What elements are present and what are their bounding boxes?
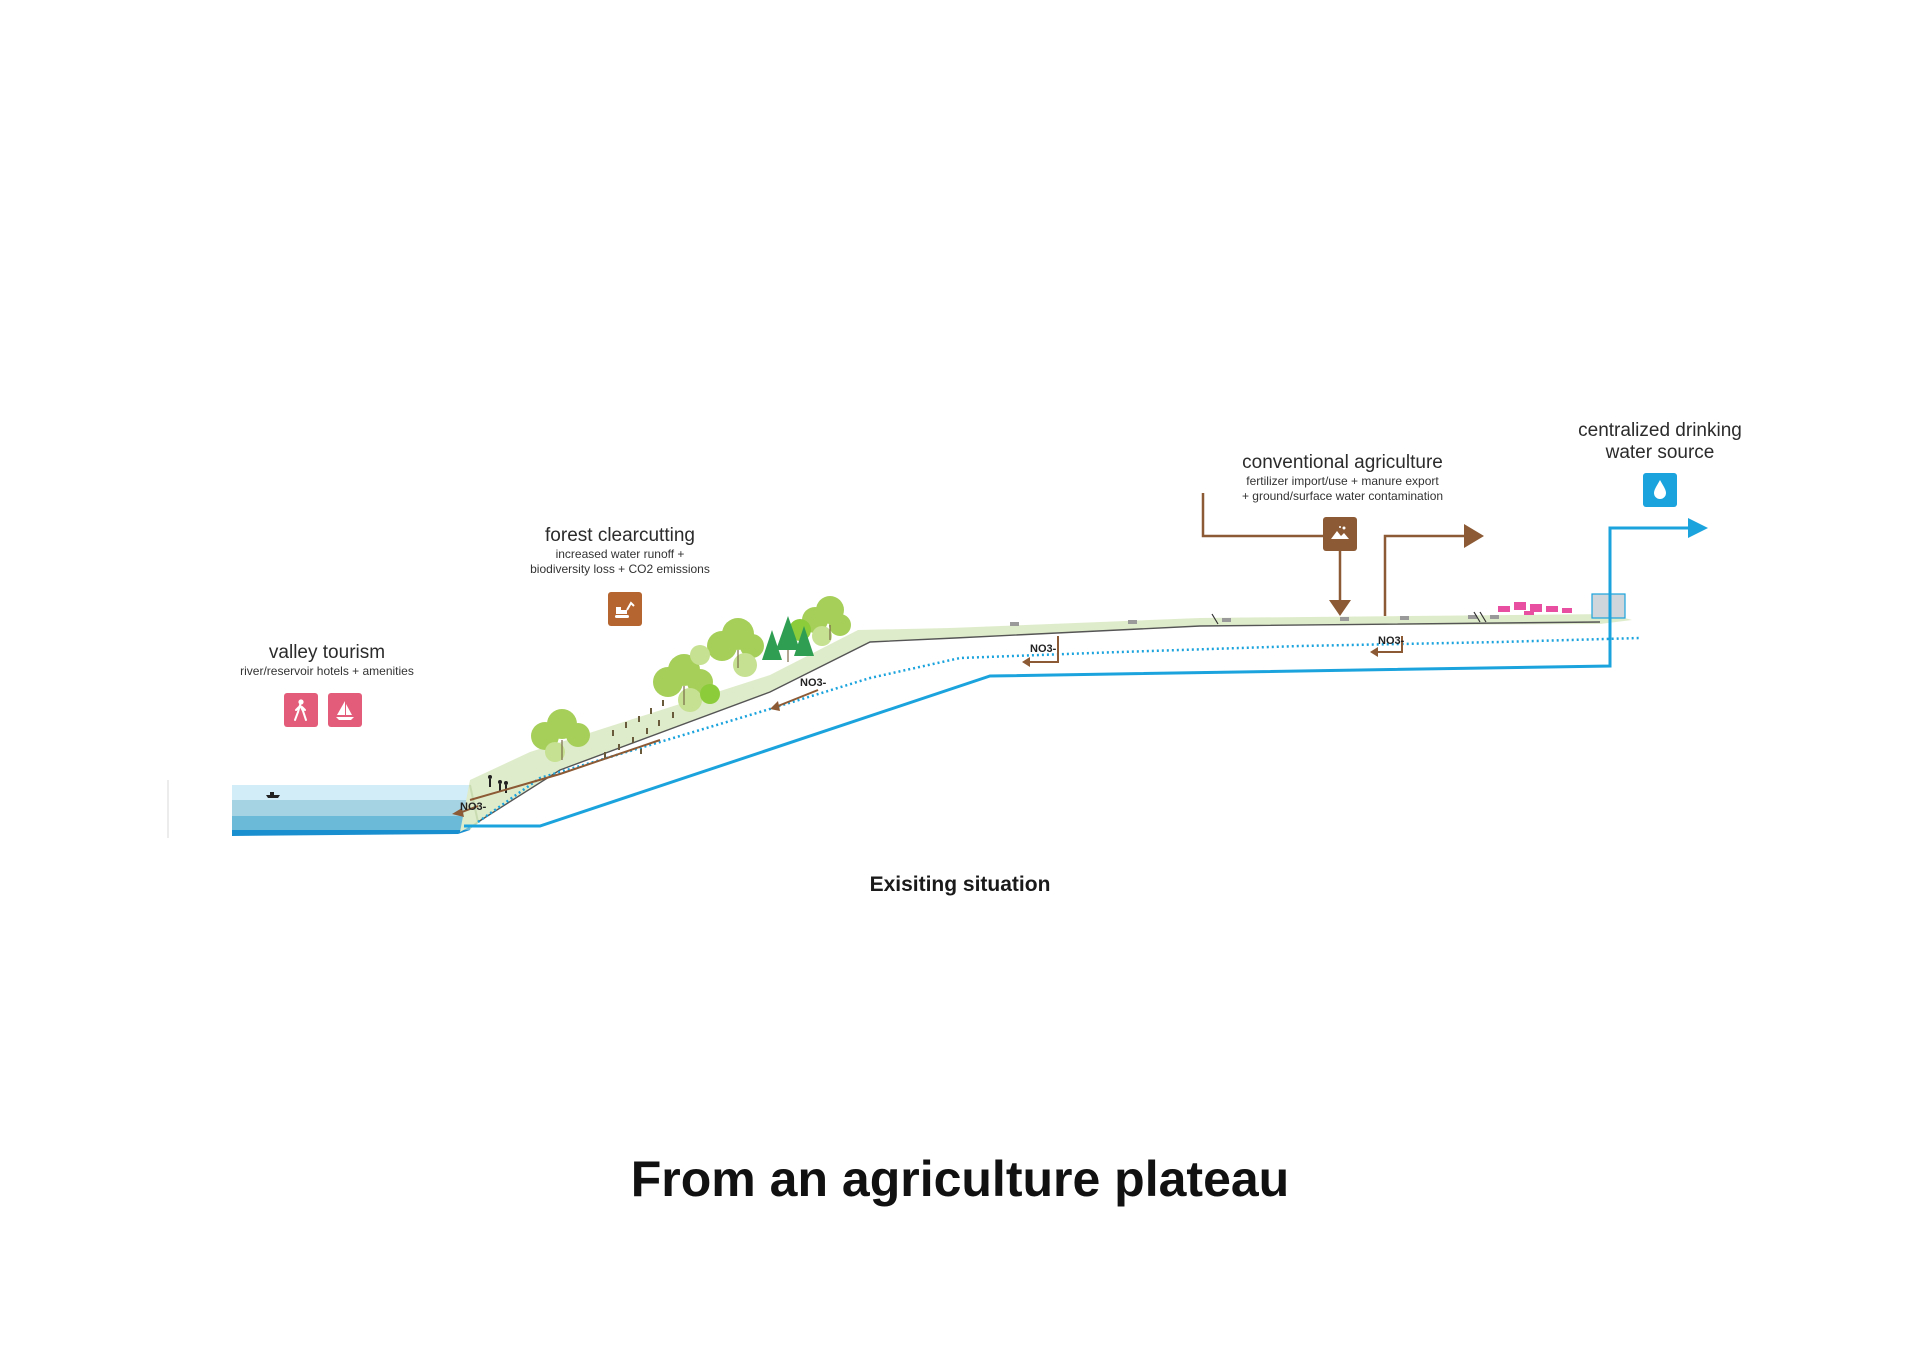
forest-clearcutting-label: forest clearcutting increased water runo…: [505, 525, 735, 577]
reservoir: [232, 785, 480, 836]
conventional-agriculture-subtitle-2: + ground/surface water contamination: [1241, 489, 1444, 503]
nitrate-label: NO3-: [800, 677, 827, 689]
nitrate-label: NO3-: [1030, 643, 1057, 655]
nitrate-arrowheads: [452, 647, 1378, 817]
drinking-water-label: centralized drinking water source: [1540, 420, 1780, 464]
forest-clearcutting-subtitle-2: biodiversity loss + CO2 emissions: [530, 562, 710, 576]
conventional-agriculture-subtitle-1: fertilizer import/use + manure export: [1246, 474, 1439, 488]
fertilizer-flows: [1201, 493, 1468, 616]
valley-tourism-title: valley tourism: [268, 642, 386, 663]
hiker-icon: [284, 693, 318, 727]
forest-trees: [531, 596, 851, 762]
manure-export-arrow: [1464, 524, 1484, 548]
fertilizer-icon: [1323, 517, 1357, 551]
drinking-water-pipe: [464, 526, 1688, 828]
fences: [1211, 611, 1487, 625]
conventional-agriculture-label: conventional agriculture fertilizer impo…: [1220, 452, 1465, 504]
forest-clearcutting-title: forest clearcutting: [545, 525, 695, 546]
nitrate-flow: [461, 636, 1403, 813]
conventional-agriculture-title: conventional agriculture: [1242, 452, 1443, 473]
cattle: [1010, 615, 1499, 626]
fertilizer-import-arrow: [1329, 600, 1351, 616]
water-outflow-arrow: [1688, 518, 1708, 538]
excavator-icon: [608, 592, 642, 626]
sailboat-icon: [328, 693, 362, 727]
diagram-caption: Exisiting situation: [869, 873, 1051, 896]
drinking-water-title-1: centralized drinking: [1578, 420, 1742, 441]
clearcut-stumps: [604, 700, 674, 758]
page-heading: From an agriculture plateau: [630, 1151, 1290, 1207]
valley-tourism-subtitle: river/reservoir hotels + amenities: [240, 664, 414, 678]
nitrate-label: NO3-: [460, 801, 487, 813]
groundwater-table: [477, 636, 1641, 824]
valley-tourism-label: valley tourism river/reservoir hotels + …: [212, 642, 442, 679]
village-buildings: [1498, 602, 1572, 615]
drinking-water-title-2: water source: [1605, 442, 1715, 463]
forest-clearcutting-subtitle-1: increased water runoff +: [555, 547, 685, 561]
water-drop-icon: [1643, 473, 1677, 507]
nitrate-label: NO3-: [1378, 635, 1405, 647]
